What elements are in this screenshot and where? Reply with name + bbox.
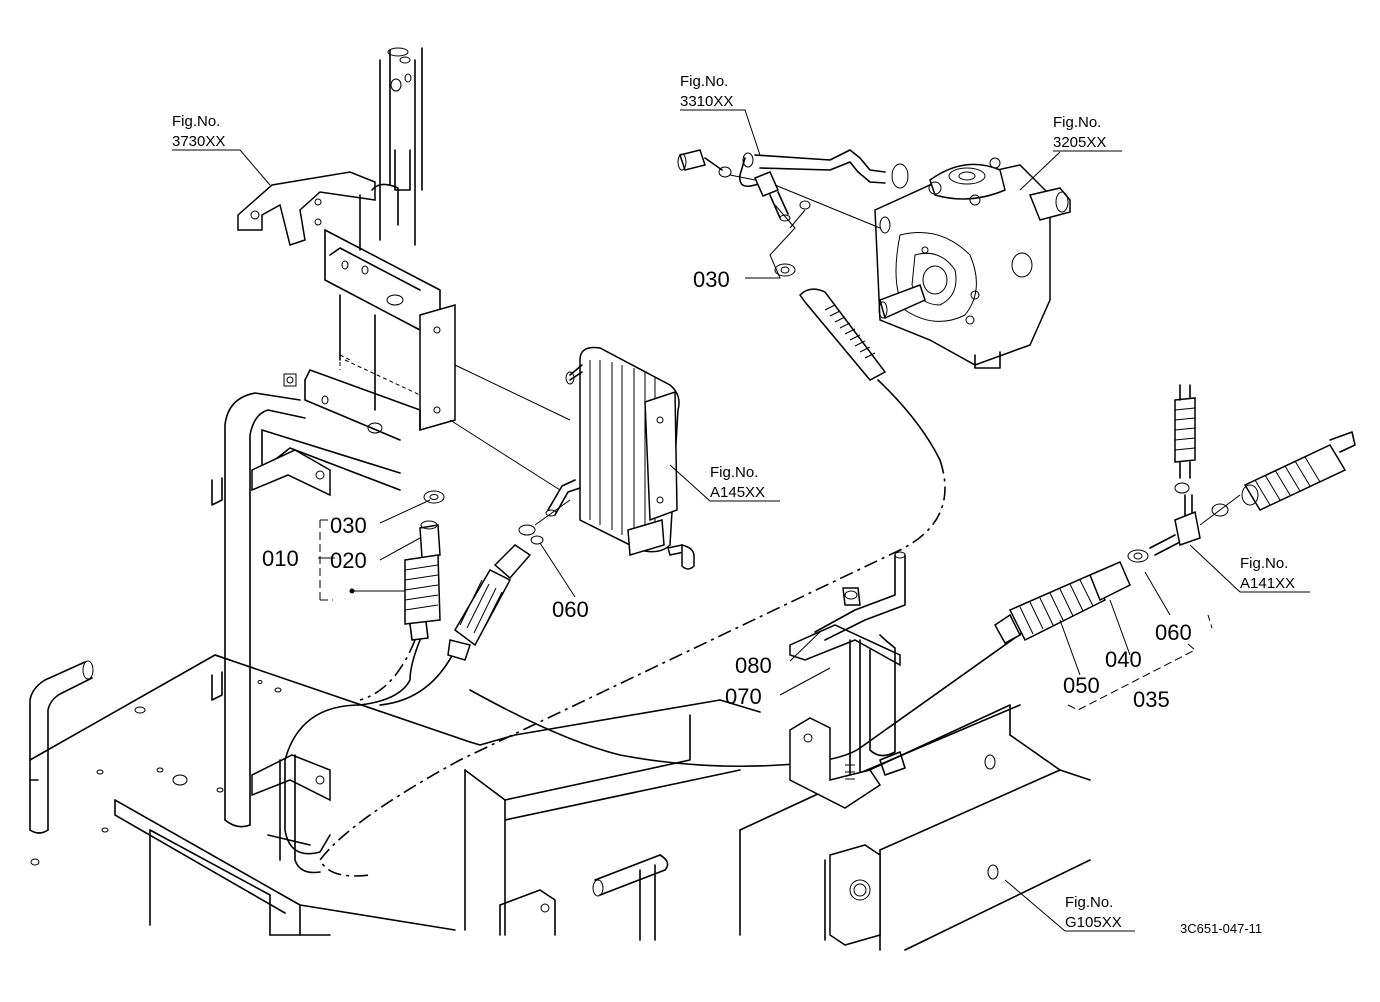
callout-060-right[interactable]: 060	[1155, 620, 1192, 645]
callout-035[interactable]: 035	[1133, 687, 1170, 712]
tube-frame	[211, 392, 401, 874]
fig-number: 3205XX	[1053, 134, 1106, 151]
fig-label: Fig.No.	[680, 73, 728, 90]
figure-ref-A145[interactable]: Fig.No. A145XX	[710, 464, 765, 501]
fig-number: 3310XX	[680, 93, 733, 110]
fig-label: Fig.No.	[1240, 555, 1288, 572]
callout-040[interactable]: 040	[1105, 647, 1142, 672]
left-tube-handle	[29, 660, 94, 834]
callout-080[interactable]: 080	[735, 653, 772, 678]
figure-ref-G105[interactable]: Fig.No. G105XX	[1065, 894, 1122, 931]
figure-ref-3730[interactable]: Fig.No. 3730XX	[172, 113, 225, 150]
callout-070[interactable]: 070	[725, 684, 762, 709]
fig-number: A145XX	[710, 484, 765, 501]
pipe-fitting	[677, 149, 909, 229]
fig-label: Fig.No.	[1053, 114, 1101, 131]
callout-010[interactable]: 010	[262, 546, 299, 571]
document-id: 3C651-047-11	[1180, 921, 1262, 936]
callout-030-left[interactable]: 030	[330, 513, 367, 538]
figure-ref-3205[interactable]: Fig.No. 3205XX	[1053, 114, 1106, 151]
fig-number: 3730XX	[172, 133, 225, 150]
leader-lines	[172, 109, 1310, 932]
figure-ref-3310[interactable]: Fig.No. 3310XX	[680, 73, 733, 110]
hoses	[284, 288, 1356, 877]
fig-number: G105XX	[1065, 914, 1122, 931]
fig-label: Fig.No.	[1065, 894, 1113, 911]
callout-030-top[interactable]: 030	[693, 267, 730, 292]
fig-number: A141XX	[1240, 575, 1295, 592]
callout-060-mid[interactable]: 060	[552, 597, 589, 622]
figure-ref-A141[interactable]: Fig.No. A141XX	[1240, 555, 1295, 592]
oil-cooler	[449, 346, 695, 570]
fig-label: Fig.No.	[172, 113, 220, 130]
callout-020[interactable]: 020	[330, 548, 367, 573]
chassis-frame	[29, 654, 1091, 951]
fig-label: Fig.No.	[710, 464, 758, 481]
steering-column	[237, 47, 456, 441]
callout-050[interactable]: 050	[1063, 673, 1100, 698]
hydraulic-pump	[874, 157, 1071, 369]
